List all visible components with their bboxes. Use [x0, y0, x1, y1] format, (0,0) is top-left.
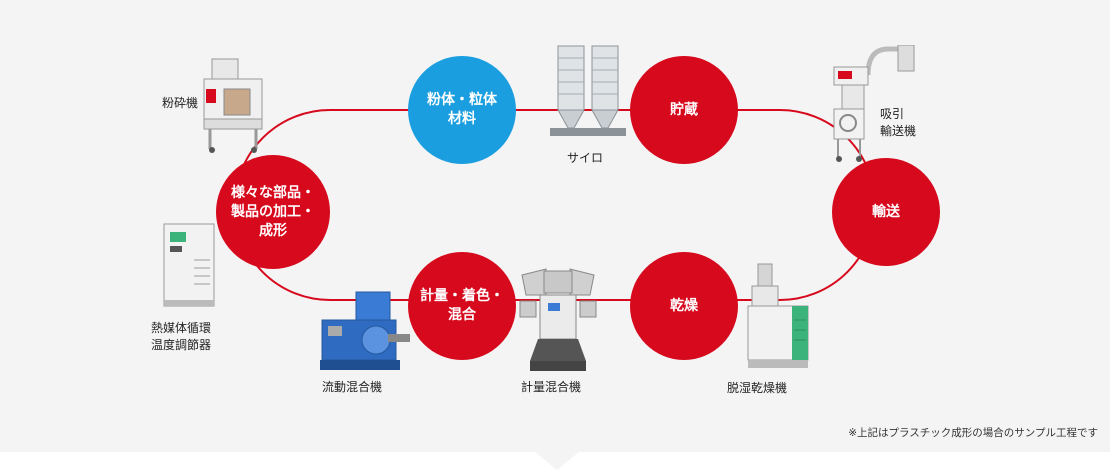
node-powder-material: 粉体・粒体 材料	[408, 56, 516, 164]
footnote: ※上記はプラスチック成形の場合のサンプル工程です	[848, 427, 1098, 439]
node-storage: 貯蔵	[630, 56, 738, 164]
node-blending: 計量・着色・ 混合	[408, 252, 516, 360]
label-crusher: 粉砕機	[162, 96, 199, 110]
panel-notch	[535, 452, 579, 470]
crusher-icon	[203, 58, 263, 153]
label-loader: 吸引 輸送機	[880, 107, 917, 138]
process-loop-line	[234, 109, 876, 301]
mixer-icon	[320, 291, 410, 370]
silo-icon	[550, 45, 626, 136]
node-molding: 様々な部品・ 製品の加工・ 成形	[216, 155, 330, 269]
label-silo: サイロ	[567, 151, 604, 165]
dryer-icon	[747, 263, 809, 368]
label-doser: 計量混合機	[521, 380, 582, 394]
doser-icon	[519, 268, 597, 371]
label-temp-controller: 熱媒体循環 温度調節器	[151, 321, 212, 352]
node-transport: 輸送	[832, 158, 940, 266]
loader-icon	[833, 45, 915, 162]
label-mixer: 流動混合機	[322, 380, 383, 394]
temp-controller-icon	[163, 223, 215, 307]
label-dryer: 脱湿乾燥機	[727, 381, 788, 395]
node-drying: 乾燥	[630, 252, 738, 360]
